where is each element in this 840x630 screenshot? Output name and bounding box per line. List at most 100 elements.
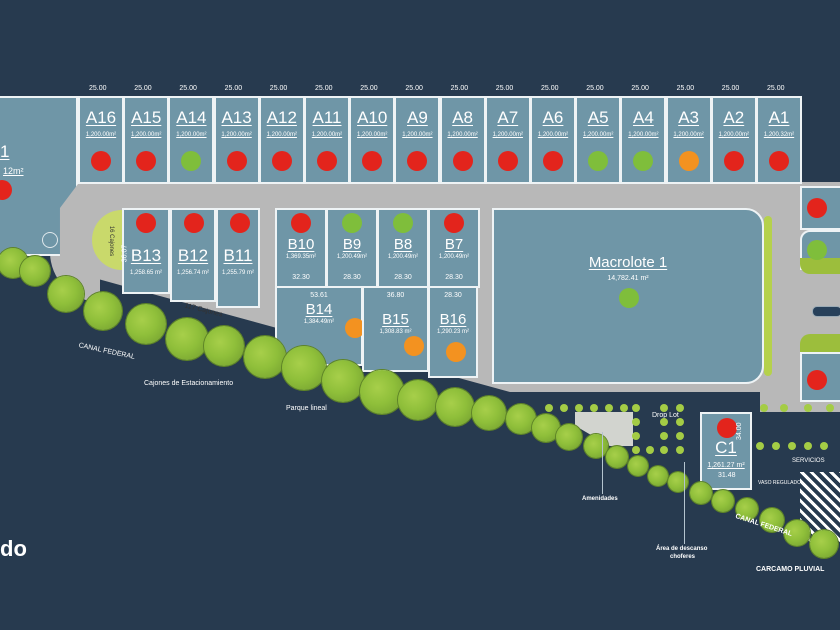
status-dot (588, 151, 609, 171)
tree-icon (506, 404, 536, 434)
lot-name: Macrolote 1 (588, 254, 668, 271)
status-dot-c1 (717, 418, 737, 438)
tree-icon (472, 396, 506, 430)
canal-federal-left: CANAL FEDERAL (77, 342, 136, 361)
small-tree-icon (772, 442, 780, 450)
lot-name: B15 (382, 311, 409, 328)
lot-area: 1,290.23 m² (436, 329, 470, 335)
lot-area: 1,200.00m² (221, 132, 252, 138)
status-dot (362, 151, 383, 171)
tree-icon (322, 360, 364, 402)
lot-name: C1 (715, 438, 737, 457)
tree-icon (282, 346, 326, 390)
lot-name: B7 (444, 236, 464, 253)
tree-icon (628, 456, 648, 476)
small-tree-icon (804, 442, 812, 450)
tree-icon (244, 336, 286, 378)
status-dot (342, 213, 362, 233)
tree-icon (668, 472, 688, 492)
lot-name: B10 (287, 236, 315, 253)
tree-icon (712, 490, 734, 512)
lot-name: B9 (342, 236, 362, 253)
lot-area: 1,200.00m² (447, 132, 478, 138)
small-tree-icon (676, 432, 684, 440)
lot-area: 1,200.00m² (492, 132, 523, 138)
lot-area: 1,258.65 m² (129, 270, 163, 276)
cajones-label: Cajones de Estacionamiento (144, 380, 234, 387)
small-tree-icon (646, 446, 654, 454)
frontage-dim: 25.00 (405, 85, 423, 92)
tree-icon (48, 276, 84, 312)
lot-dim: 28.30 (394, 274, 412, 281)
lot-area: 1,200.00m² (673, 132, 704, 138)
lot-dim-width: 31.48 (718, 472, 736, 479)
lot-name: A11 (312, 108, 342, 127)
small-tree-icon (660, 432, 668, 440)
status-dot (407, 151, 428, 171)
tree-icon (20, 256, 50, 286)
lot-area: 1,200.00m² (266, 132, 297, 138)
status-dot (769, 151, 789, 171)
hedge-right-bottom (800, 334, 840, 352)
tree-icon (360, 370, 404, 414)
small-tree-icon (676, 446, 684, 454)
frontage-dim: 25.00 (721, 85, 740, 92)
tree-icon (204, 326, 244, 366)
descanso-leader (684, 462, 685, 544)
small-tree-icon (760, 404, 768, 412)
small-tree-icon (660, 418, 668, 426)
small-tree-icon (756, 442, 764, 450)
small-tree-icon (632, 418, 640, 426)
status-dot (393, 213, 413, 233)
frontage-dim: 25.00 (315, 85, 333, 92)
tree-icon (606, 446, 628, 468)
frontage-dim: 25.00 (450, 85, 469, 92)
small-tree-icon (590, 404, 598, 412)
hedge-right-top (800, 258, 840, 274)
lot-area: 1,200.00m² (718, 132, 749, 138)
small-tree-icon (632, 432, 640, 440)
status-dot-right-2 (807, 240, 827, 260)
status-dot (136, 151, 157, 171)
lot-area: 1,255.79 m² (221, 270, 255, 276)
lot-name: A9 (406, 108, 428, 127)
small-tree-icon (660, 404, 668, 412)
lot-dim: 28.30 (444, 292, 462, 299)
small-tree-icon (820, 442, 828, 450)
small-tree-icon (632, 404, 640, 412)
small-tree-icon (560, 404, 568, 412)
lot-area: 12m² (3, 166, 24, 176)
lot-dim: 28.30 (343, 274, 361, 281)
status-dot (136, 213, 156, 233)
lot-area: 14,782.41 m² (607, 275, 649, 282)
tree-icon (166, 318, 208, 360)
lot-name: A16 (85, 108, 117, 127)
lot-dim: 28.30 (445, 274, 463, 281)
brand-logo-fragment: do (0, 536, 27, 561)
status-dot (446, 342, 466, 362)
frontage-dim: 25.00 (676, 85, 695, 92)
c1-dim-height: 34.00 (736, 422, 743, 440)
descanso-label-2: choferes (670, 554, 696, 560)
frontage-dim: 25.00 (541, 85, 559, 92)
lot-name: A15 (131, 108, 162, 127)
lot-area: 1,200.49m² (438, 254, 470, 260)
status-dot-right-1 (807, 198, 827, 218)
servicios-label: SERVICIOS (792, 458, 825, 464)
lot-area: 1,256.74 m² (176, 270, 210, 276)
tree-icon (532, 414, 560, 442)
lot-area: 1,200.00m² (628, 132, 659, 138)
frontage-dim: 25.00 (586, 85, 604, 92)
status-dot (91, 151, 111, 171)
lot-name: A1 (768, 108, 790, 127)
status-dot (291, 213, 311, 233)
